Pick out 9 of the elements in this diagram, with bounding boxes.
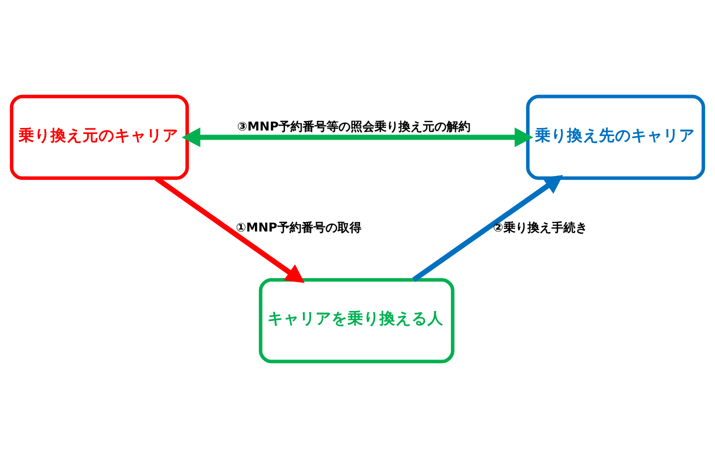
arrow — [412, 175, 564, 282]
edge-label: ②乗り換え手続き — [493, 220, 588, 234]
arrow — [182, 128, 534, 148]
edge-label: ①MNP予約番号の取得 — [236, 220, 362, 234]
arrow — [154, 176, 305, 284]
node-box: キャリアを乗り換える人 — [258, 278, 454, 364]
edge-label: ③MNP予約番号等の照会乗り換え元の解約 — [237, 120, 471, 134]
node-box: 乗り換え先のキャリア — [526, 94, 706, 180]
node-box: 乗り換え元のキャリア — [10, 94, 189, 180]
